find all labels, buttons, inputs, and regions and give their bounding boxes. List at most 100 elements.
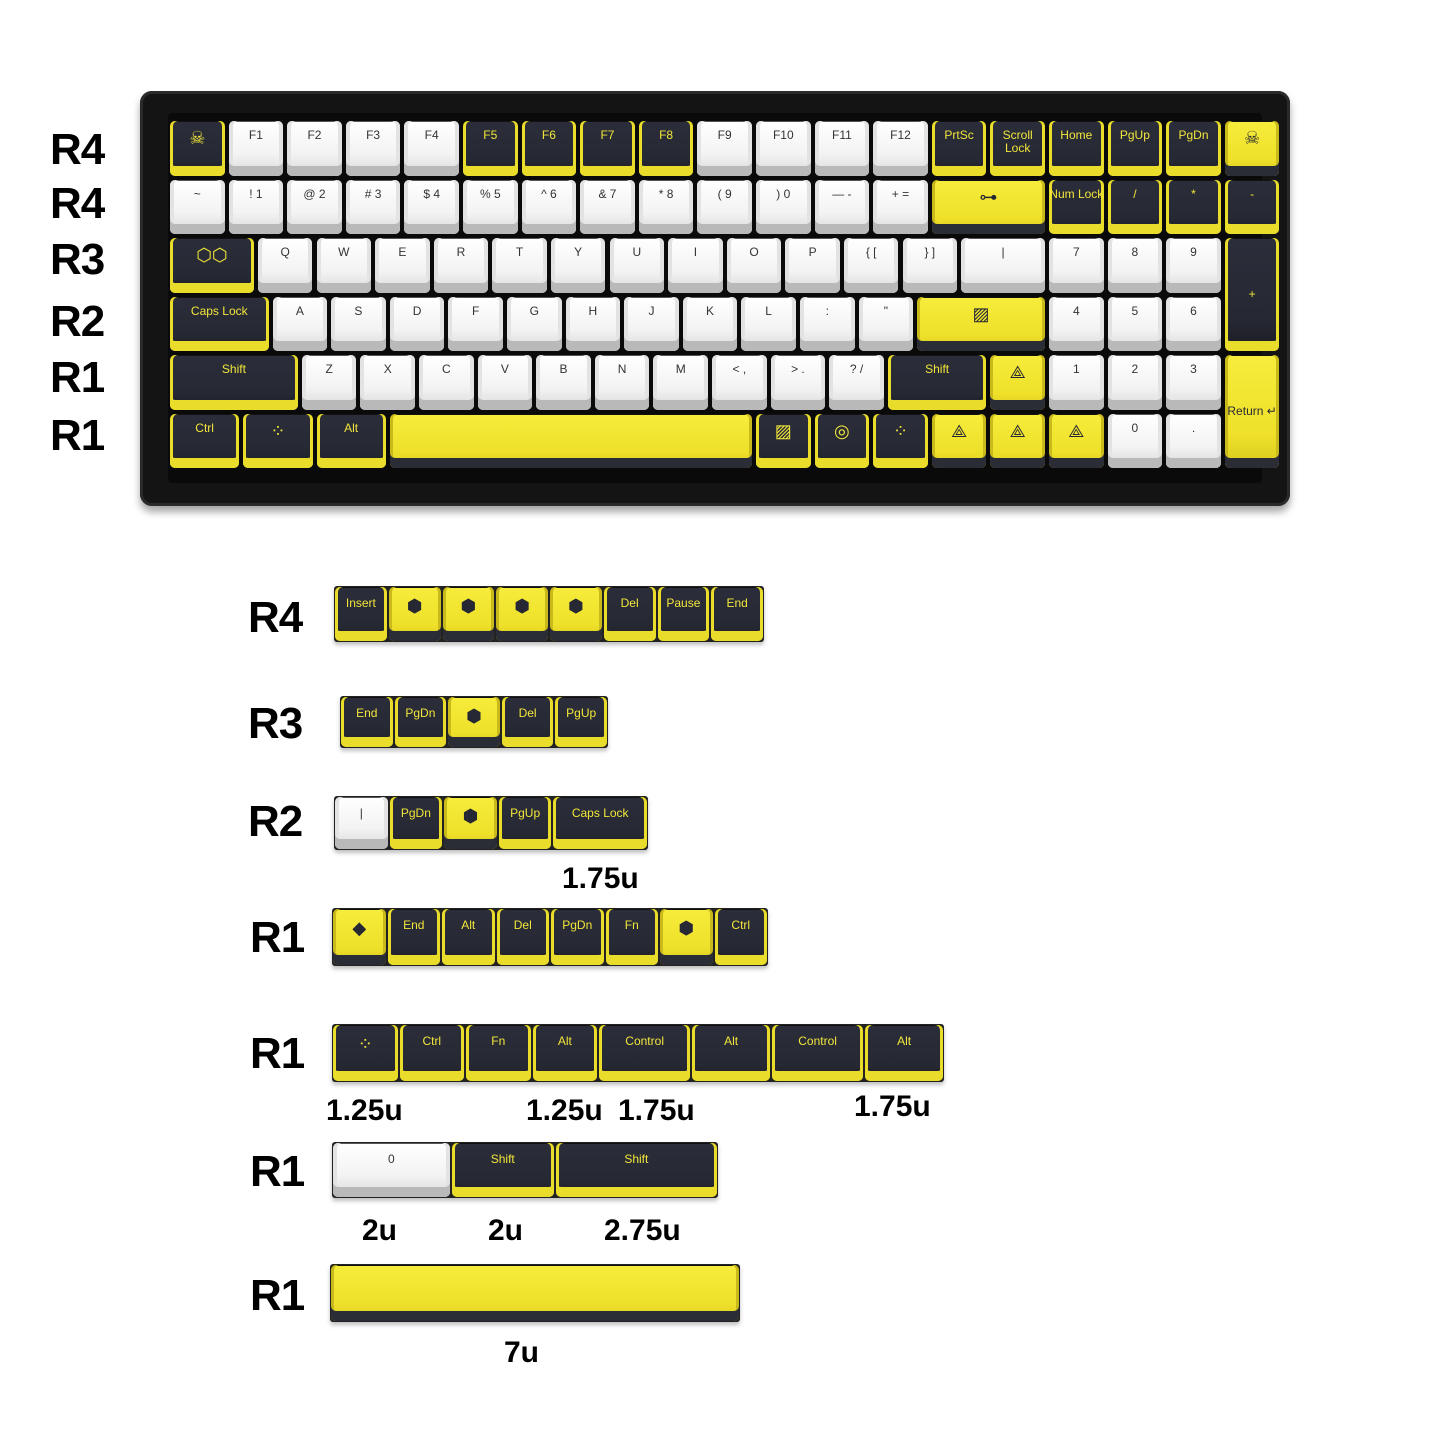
key-[interactable]: +	[1224, 238, 1280, 351]
key-l[interactable]: L	[741, 296, 796, 351]
extra-key-pgup[interactable]: PgUp	[498, 797, 552, 849]
key-7[interactable]: 7	[1049, 238, 1104, 293]
key-[interactable]: > .	[770, 355, 826, 410]
key-2[interactable]: 2	[1107, 355, 1163, 410]
key-6[interactable]: 6	[1166, 296, 1221, 351]
key-o[interactable]: O	[726, 238, 782, 293]
key-5[interactable]: 5	[1107, 296, 1163, 351]
extra-key-hexc[interactable]: ⬢	[496, 587, 548, 641]
key-f7[interactable]: F7	[580, 121, 635, 176]
key-return[interactable]: Return ↵	[1224, 355, 1280, 468]
key-shift[interactable]: Shift	[887, 355, 987, 410]
key-f[interactable]: F	[448, 296, 503, 351]
key-j[interactable]: J	[624, 296, 679, 351]
key-y[interactable]: Y	[550, 238, 606, 293]
extra-key-insert[interactable]: Insert	[335, 587, 387, 641]
key-x[interactable]: X	[360, 355, 416, 410]
key-c[interactable]: C	[419, 355, 474, 410]
key-home[interactable]: Home	[1049, 121, 1104, 176]
key-[interactable]: + =	[873, 179, 928, 234]
extra-key-ctrl[interactable]: Ctrl	[399, 1025, 465, 1081]
key-scroll-lock[interactable]: Scroll Lock	[990, 121, 1045, 176]
key-[interactable]: /	[1107, 179, 1163, 234]
extra-key-hexc[interactable]: ⬢	[444, 797, 497, 849]
key-f3[interactable]: F3	[345, 121, 401, 176]
key-0[interactable]: ) 0	[756, 179, 811, 234]
extra-key-control[interactable]: Control	[772, 1025, 864, 1081]
key-dots[interactable]: ⁘	[243, 413, 313, 468]
extra-key-pause[interactable]: Pause	[657, 587, 710, 641]
key-f12[interactable]: F12	[873, 121, 928, 176]
key-4[interactable]: $ 4	[404, 179, 459, 234]
key-v[interactable]: V	[477, 355, 533, 410]
extra-key-hexc[interactable]: ⬢	[550, 587, 602, 641]
key-r[interactable]: R	[433, 238, 489, 293]
key-[interactable]: :	[799, 296, 855, 351]
extra-key-hexc[interactable]: ⬢	[388, 587, 441, 641]
key-hex[interactable]: ⬡⬡	[170, 238, 254, 293]
extra-key-dots[interactable]: ⁘	[333, 1025, 398, 1081]
extra-key-pgdn[interactable]: PgDn	[389, 797, 443, 849]
extra-key-del[interactable]: Del	[501, 697, 554, 747]
key-pgup[interactable]: PgUp	[1107, 121, 1163, 176]
key-f2[interactable]: F2	[287, 121, 342, 176]
extra-key-gem[interactable]: ◆	[333, 909, 386, 965]
key-1[interactable]: 1	[1049, 355, 1104, 410]
key-7[interactable]: & 7	[580, 179, 635, 234]
key-9[interactable]: 9	[1166, 238, 1221, 293]
key-alt[interactable]: Alt	[316, 413, 386, 468]
key-f9[interactable]: F9	[697, 121, 752, 176]
key-skull[interactable]: ☠	[170, 121, 225, 176]
key-f8[interactable]: F8	[638, 121, 694, 176]
extra-key-shift[interactable]: Shift	[555, 1143, 717, 1197]
extra-key-alt[interactable]: Alt	[865, 1025, 943, 1081]
key-f1[interactable]: F1	[228, 121, 284, 176]
key-3[interactable]: # 3	[345, 179, 401, 234]
key-f11[interactable]: F11	[814, 121, 870, 176]
key-tri[interactable]: ⟁	[990, 413, 1045, 468]
key-1[interactable]: ! 1	[228, 179, 284, 234]
key-[interactable]: ~	[170, 179, 225, 234]
key-f4[interactable]: F4	[404, 121, 459, 176]
key-0[interactable]: 0	[1107, 413, 1163, 468]
key-[interactable]: |	[961, 238, 1045, 293]
key-dots[interactable]: ⁘	[873, 413, 928, 468]
key-[interactable]: "	[858, 296, 914, 351]
key-prtsc[interactable]: PrtSc	[931, 121, 987, 176]
extra-key-0[interactable]: 0	[333, 1143, 450, 1197]
key-z[interactable]: Z	[301, 355, 357, 410]
extra-key-end[interactable]: End	[387, 909, 440, 965]
key-tri[interactable]: ⟁	[1049, 413, 1104, 468]
key-8[interactable]: 8	[1107, 238, 1163, 293]
key-p[interactable]: P	[785, 238, 840, 293]
extra-key-pgup[interactable]: PgUp	[555, 697, 607, 747]
key-5[interactable]: % 5	[463, 179, 518, 234]
key-[interactable]: -	[1224, 179, 1280, 234]
key-[interactable]: .	[1166, 413, 1221, 468]
extra-key-alt[interactable]: Alt	[692, 1025, 771, 1081]
extra-key-end[interactable]: End	[341, 697, 393, 747]
key-f10[interactable]: F10	[756, 121, 811, 176]
key-f5[interactable]: F5	[463, 121, 518, 176]
key-g[interactable]: G	[506, 296, 562, 351]
extra-key-spacebar[interactable]	[331, 1265, 739, 1321]
key-6[interactable]: ^ 6	[521, 179, 577, 234]
key-i[interactable]: I	[668, 238, 723, 293]
key-stripe[interactable]: ▨	[756, 413, 811, 468]
key-[interactable]: } ]	[902, 238, 958, 293]
key-ctrl[interactable]: Ctrl	[170, 413, 240, 468]
key-9[interactable]: ( 9	[697, 179, 752, 234]
key-8[interactable]: * 8	[638, 179, 694, 234]
key-key[interactable]: ⊶	[931, 179, 1045, 234]
key-4[interactable]: 4	[1049, 296, 1104, 351]
key-[interactable]: < ,	[712, 355, 767, 410]
key-k[interactable]: K	[682, 296, 738, 351]
key-q[interactable]: Q	[257, 238, 313, 293]
key-tri[interactable]: ⟁	[931, 413, 987, 468]
key-num-lock[interactable]: Num Lock	[1049, 179, 1104, 234]
key-pgdn[interactable]: PgDn	[1166, 121, 1221, 176]
key-g[interactable]: ◎	[814, 413, 870, 468]
key-[interactable]: *	[1166, 179, 1221, 234]
extra-key-hexc[interactable]: ⬢	[442, 587, 495, 641]
key-[interactable]: — -	[814, 179, 870, 234]
